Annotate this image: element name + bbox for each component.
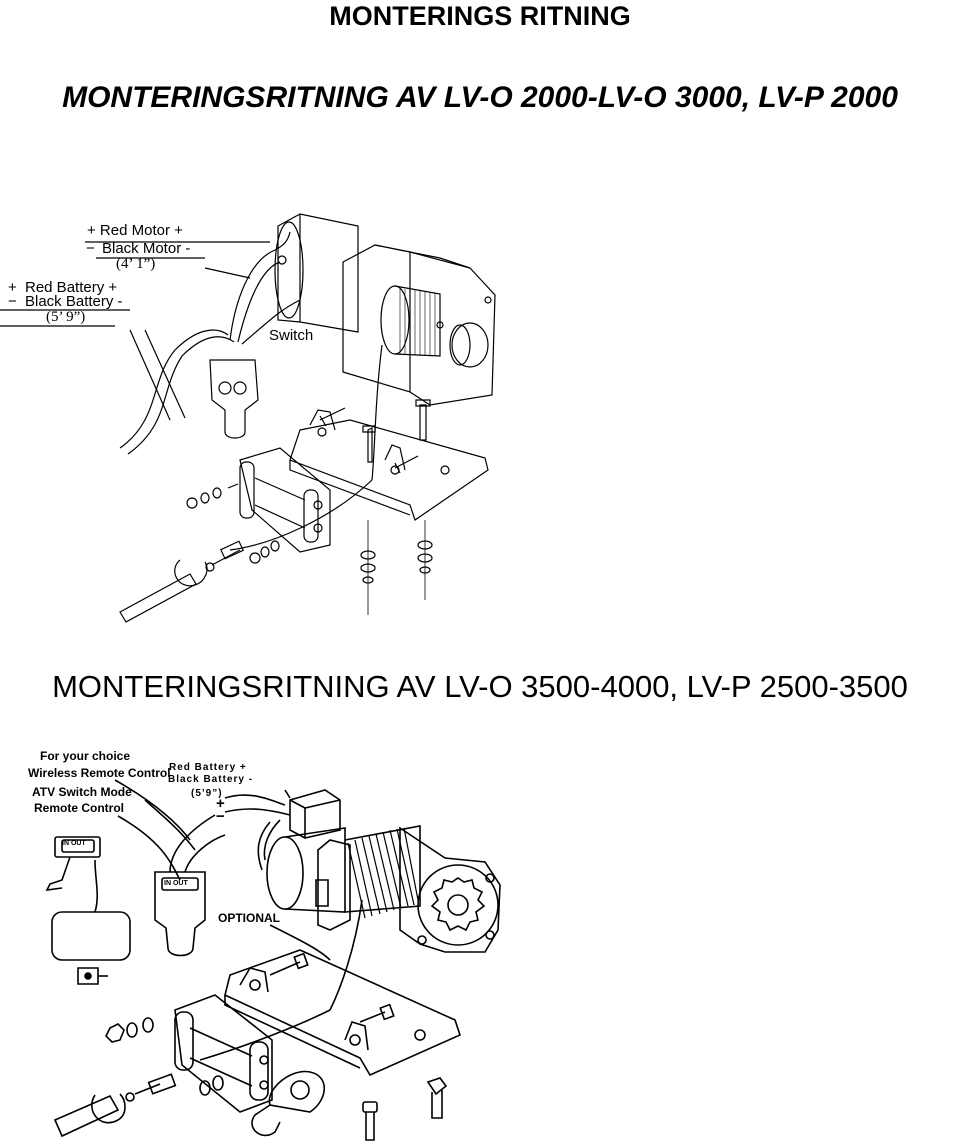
minus-mark-2: − <box>216 808 225 825</box>
label-in-out-receiver: IN OUT <box>62 840 86 847</box>
minus-mark-motor: − <box>86 240 95 257</box>
label-remote-control: Remote Control <box>34 801 124 815</box>
page-title: MONTERINGS RITNING <box>329 1 631 31</box>
label-battery-length-2: (5’9”) <box>191 788 223 799</box>
label-black-battery-2: Black Battery - <box>168 774 254 785</box>
label-red-motor: + Red Motor + <box>87 222 183 239</box>
label-for-your-choice: For your choice <box>40 749 131 763</box>
label-black-battery: Black Battery - <box>25 293 123 310</box>
label-in-out-handset: IN OUT <box>164 880 188 887</box>
label-wireless-remote: Wireless Remote Control <box>28 766 171 780</box>
minus-mark-battery: − <box>8 293 17 310</box>
label-red-battery-2: Red Battery + <box>169 762 247 773</box>
section-title-1: MONTERINGSRITNING AV LV-O 2000-LV-O 3000… <box>62 81 898 114</box>
label-battery-cable-length: (5’ 9”) <box>46 309 86 325</box>
winch-diagram-1 <box>0 0 960 660</box>
label-black-motor: Black Motor - <box>102 240 191 257</box>
section-title-2: MONTERINGSRITNING AV LV-O 3500-4000, LV-… <box>52 669 908 704</box>
label-switch: Switch <box>269 327 314 344</box>
plus-mark-battery: + <box>8 279 17 296</box>
label-optional: OPTIONAL <box>218 911 280 925</box>
label-red-battery: Red Battery + <box>25 279 118 296</box>
label-atv-switch-mode: ATV Switch Mode <box>32 785 132 799</box>
label-motor-cable-length: (4’ 1”) <box>116 256 156 272</box>
plus-mark-2: + <box>216 795 225 812</box>
